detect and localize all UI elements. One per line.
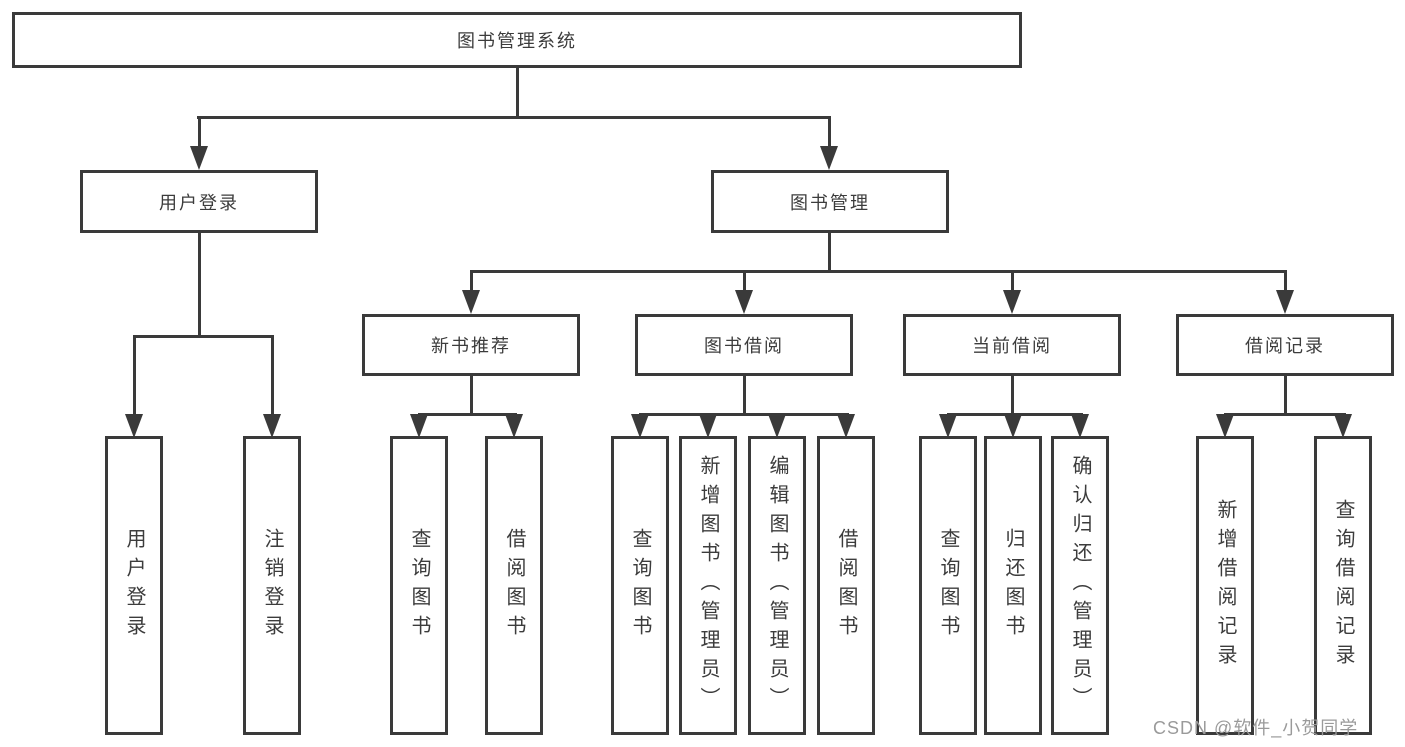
leaf-label: 新增借阅记录 xyxy=(1214,498,1236,673)
leaf-label: 借阅图书 xyxy=(835,527,857,644)
leaf-edit-books-admin: 编辑图书（管理员） xyxy=(748,436,806,735)
leaf-add-books-admin: 新增图书（管理员） xyxy=(679,436,737,735)
node-current-borrowing: 当前借阅 xyxy=(903,314,1121,376)
arrow-down-icon xyxy=(190,146,208,170)
arrow-down-icon xyxy=(1334,414,1352,438)
node-book-management: 图书管理 xyxy=(711,170,949,233)
connector-book-borrowing-stem xyxy=(742,376,746,415)
leaf-confirm-return-admin: 确认归还（管理员） xyxy=(1051,436,1109,735)
connector-root-stem xyxy=(515,68,519,118)
arrow-down-icon xyxy=(263,414,281,438)
connector-shaft-new-book xyxy=(469,270,473,292)
leaf-query-books-recommend: 查询图书 xyxy=(390,436,448,735)
node-borrowing-records: 借阅记录 xyxy=(1176,314,1394,376)
connector-borrowing-records-stem xyxy=(1283,376,1287,415)
leaf-query-borrow-record: 查询借阅记录 xyxy=(1314,436,1372,735)
node-label: 图书管理系统 xyxy=(457,31,577,51)
node-user-login: 用户登录 xyxy=(80,170,318,233)
leaf-label: 查询借阅记录 xyxy=(1332,498,1354,673)
connector-book-management-stem xyxy=(827,233,831,272)
connector-user-login-rail xyxy=(132,334,274,338)
leaf-label: 查询图书 xyxy=(629,527,651,644)
leaf-label: 注销登录 xyxy=(261,527,283,644)
leaf-borrow-books: 借阅图书 xyxy=(817,436,875,735)
connector-shaft-user-login xyxy=(197,116,201,148)
leaf-query-books-current: 查询图书 xyxy=(919,436,977,735)
connector-shaft-current-borrowing xyxy=(1010,270,1014,292)
connector-borrowing-records-rail xyxy=(1223,412,1346,416)
node-label: 借阅记录 xyxy=(1245,336,1325,356)
node-book-borrowing: 图书借阅 xyxy=(635,314,853,376)
leaf-label: 用户登录 xyxy=(123,527,145,644)
connector-shaft-logout-leaf xyxy=(270,335,274,416)
connector-root-rail xyxy=(197,115,831,119)
leaf-logout: 注销登录 xyxy=(243,436,301,735)
leaf-label: 查询图书 xyxy=(937,527,959,644)
arrow-down-icon xyxy=(631,414,649,438)
connector-shaft-book-management xyxy=(827,116,831,148)
connector-level3-rail xyxy=(469,269,1287,273)
arrow-down-icon xyxy=(768,414,786,438)
arrow-down-icon xyxy=(125,414,143,438)
node-new-book-recommendation: 新书推荐 xyxy=(362,314,580,376)
leaf-label: 确认归还（管理员） xyxy=(1069,455,1091,716)
arrow-down-icon xyxy=(1003,290,1021,314)
connector-new-book-rail xyxy=(417,412,517,416)
node-label: 用户登录 xyxy=(159,192,239,213)
leaf-label: 新增图书（管理员） xyxy=(697,455,719,716)
arrow-down-icon xyxy=(820,146,838,170)
connector-current-borrowing-stem xyxy=(1010,376,1014,415)
arrow-down-icon xyxy=(410,414,428,438)
connector-user-login-stem xyxy=(197,233,201,337)
node-label: 新书推荐 xyxy=(431,336,511,356)
arrow-down-icon xyxy=(939,414,957,438)
watermark: CSDN @软件_小贺同学 xyxy=(1153,718,1359,738)
node-library-management-system: 图书管理系统 xyxy=(12,12,1022,68)
arrow-down-icon xyxy=(735,290,753,314)
connector-shaft-borrowing-records xyxy=(1283,270,1287,292)
leaf-label: 归还图书 xyxy=(1002,527,1024,644)
arrow-down-icon xyxy=(1004,414,1022,438)
node-label: 图书管理 xyxy=(790,192,870,213)
arrow-down-icon xyxy=(837,414,855,438)
leaf-add-borrow-record: 新增借阅记录 xyxy=(1196,436,1254,735)
arrow-down-icon xyxy=(1071,414,1089,438)
connector-new-book-stem xyxy=(469,376,473,415)
leaf-borrow-books-recommend: 借阅图书 xyxy=(485,436,543,735)
connector-shaft-book-borrowing xyxy=(742,270,746,292)
arrow-down-icon xyxy=(699,414,717,438)
arrow-down-icon xyxy=(1276,290,1294,314)
node-label: 图书借阅 xyxy=(704,336,784,356)
arrow-down-icon xyxy=(462,290,480,314)
leaf-label: 编辑图书（管理员） xyxy=(766,455,788,716)
connector-book-borrowing-rail xyxy=(638,412,849,416)
leaf-user-login: 用户登录 xyxy=(105,436,163,735)
leaf-label: 查询图书 xyxy=(408,527,430,644)
connector-shaft-user-login-leaf xyxy=(132,335,136,416)
leaf-return-books: 归还图书 xyxy=(984,436,1042,735)
leaf-label: 借阅图书 xyxy=(503,527,525,644)
arrow-down-icon xyxy=(505,414,523,438)
node-label: 当前借阅 xyxy=(972,336,1052,356)
leaf-query-books-borrow: 查询图书 xyxy=(611,436,669,735)
arrow-down-icon xyxy=(1216,414,1234,438)
